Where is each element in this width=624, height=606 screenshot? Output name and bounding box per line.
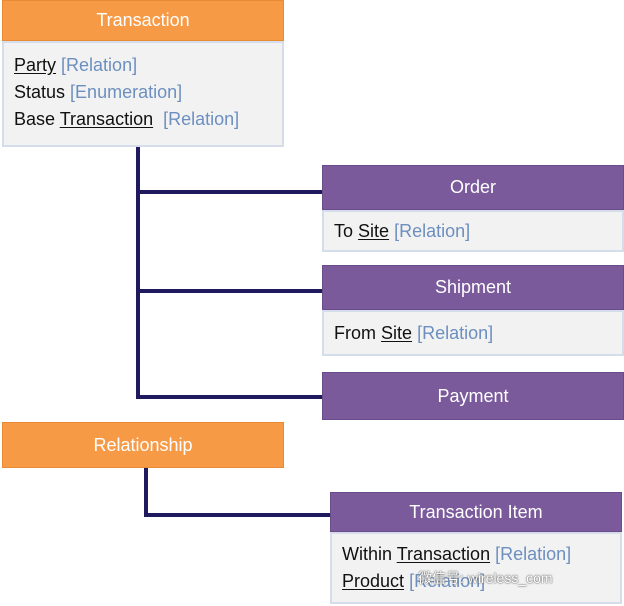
field-name: Site: [381, 323, 413, 343]
connector-to-transaction-item: [144, 513, 330, 517]
field-prefix: To: [334, 221, 354, 241]
shipment-title: Shipment: [434, 277, 512, 297]
field-prefix: Within: [342, 544, 393, 564]
order-field-to-site: To Site [Relation]: [334, 218, 622, 245]
field-type: [Relation]: [409, 571, 486, 591]
connector-to-payment: [136, 395, 322, 399]
shipment-field-from-site: From Site [Relation]: [334, 320, 622, 347]
order-body: To Site [Relation]: [322, 210, 624, 252]
payment-header: Payment: [322, 372, 624, 420]
field-type: [Relation]: [495, 544, 572, 564]
transaction-item-field-within-transaction: Within Transaction [Relation]: [342, 541, 620, 568]
connector-to-shipment: [136, 289, 322, 293]
watermark-text: 微信号: wireless_com: [418, 570, 553, 586]
field-name: Product: [342, 571, 405, 591]
shipment-header: Shipment: [322, 265, 624, 310]
field-type: [Enumeration]: [70, 82, 183, 102]
order-title: Order: [449, 177, 496, 197]
connector-to-order: [136, 190, 322, 194]
transaction-title: Transaction: [96, 10, 190, 30]
connector-relationship-trunk: [144, 468, 148, 517]
shipment-body: From Site [Relation]: [322, 310, 624, 356]
watermark: 微信号: wireless_com: [418, 568, 553, 588]
transaction-field-party: Party [Relation]: [14, 52, 282, 79]
transaction-item-header: Transaction Item: [330, 492, 622, 532]
transaction-item-body: Within Transaction [Relation] Product [R…: [330, 532, 622, 604]
order-header: Order: [322, 165, 624, 210]
field-type: [Relation]: [417, 323, 494, 343]
field-name: Status: [14, 82, 66, 102]
field-name: Site: [358, 221, 390, 241]
field-name: Transaction: [396, 544, 491, 564]
transaction-field-status: Status [Enumeration]: [14, 79, 282, 106]
field-name: Transaction: [59, 109, 154, 129]
field-prefix: From: [334, 323, 376, 343]
transaction-item-field-product: Product [Relation]: [342, 568, 620, 595]
field-type: [Relation]: [394, 221, 471, 241]
transaction-body: Party [Relation] Status [Enumeration] Ba…: [2, 41, 284, 147]
transaction-header: Transaction: [2, 0, 284, 41]
field-prefix: Base: [14, 109, 56, 129]
relationship-title: Relationship: [93, 434, 193, 455]
field-type: [Relation]: [61, 55, 138, 75]
transaction-item-title: Transaction Item: [409, 501, 543, 522]
transaction-field-base-transaction: Base Transaction [Relation]: [14, 106, 282, 133]
relationship-header: Relationship: [2, 422, 284, 468]
connector-transaction-trunk: [136, 146, 140, 399]
payment-title: Payment: [437, 385, 509, 406]
field-type: [Relation]: [163, 109, 240, 129]
field-name: Party: [14, 55, 57, 75]
